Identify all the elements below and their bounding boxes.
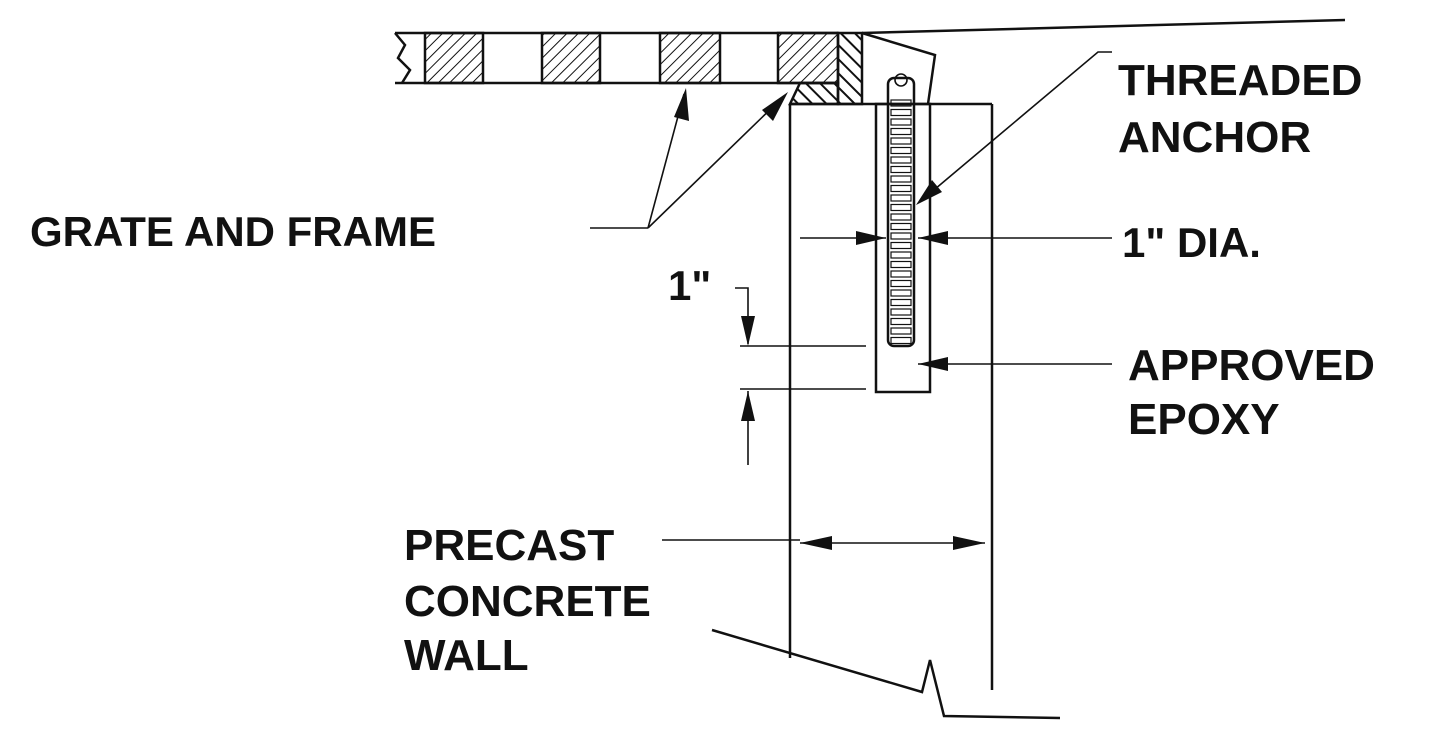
- thread-mark: [890, 222, 912, 231]
- thread-mark: [890, 99, 912, 107]
- wall-width-dimension: [800, 536, 985, 550]
- thread-mark: [890, 165, 912, 174]
- thread-mark: [890, 203, 912, 212]
- precast-wall: [711, 102, 1061, 720]
- thread-mark: [890, 184, 912, 193]
- threaded-anchor: [886, 73, 916, 348]
- thread-mark: [890, 289, 912, 297]
- label-anchor-line2: ANCHOR: [1118, 113, 1311, 162]
- thread-mark: [890, 146, 912, 155]
- thread-mark: [890, 251, 912, 259]
- label-concrete-line2: CONCRETE: [404, 577, 651, 626]
- thread-mark: [890, 137, 912, 145]
- thread-mark: [890, 118, 912, 126]
- thread-mark: [890, 156, 912, 164]
- epoxy-hole: [874, 102, 932, 394]
- label-dia: 1" DIA.: [1122, 219, 1261, 266]
- label-precast-line1: PRECAST: [404, 521, 614, 570]
- thread-mark: [890, 194, 912, 202]
- thread-mark: [890, 127, 912, 136]
- grate: [394, 31, 840, 85]
- thread-mark: [890, 336, 912, 345]
- thread-mark: [890, 108, 912, 117]
- thread-mark: [890, 213, 912, 221]
- thread-mark: [890, 308, 912, 316]
- label-approved-line1: APPROVED: [1128, 341, 1375, 390]
- label-epoxy-line2: EPOXY: [1128, 395, 1280, 444]
- label-embed: 1": [668, 262, 711, 309]
- thread-mark: [890, 317, 912, 326]
- diameter-dimension: [800, 231, 1112, 245]
- thread-mark: [890, 232, 912, 240]
- thread-mark: [890, 241, 912, 250]
- label-threaded-line1: THREADED: [1118, 56, 1362, 105]
- embed-dimension: [735, 287, 866, 465]
- thread-mark: [890, 298, 912, 307]
- thread-mark: [890, 327, 912, 335]
- thread-mark: [890, 260, 912, 269]
- thread-mark: [890, 270, 912, 278]
- label-grate-and-frame: GRATE AND FRAME: [30, 208, 436, 255]
- thread-mark: [890, 175, 912, 183]
- leaders: [590, 51, 1112, 541]
- label-wall-line3: WALL: [404, 631, 529, 680]
- thread-mark: [890, 279, 912, 288]
